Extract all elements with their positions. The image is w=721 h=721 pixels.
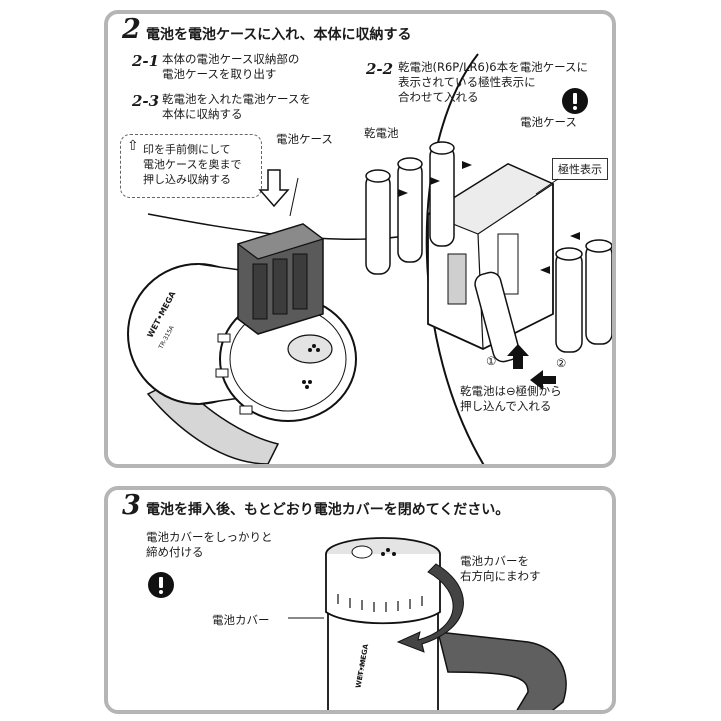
label-battery-cover-right: 電池カバーを 右方向にまわす <box>460 554 541 583</box>
device-illustration-left <box>127 169 357 464</box>
circle-2-label: ② <box>556 356 567 370</box>
step3-panel: 3 電池を挿入後、もとどおり電池カバーを閉めてください。 電池カバーをしっかりと… <box>104 486 616 714</box>
step2-number: 2 <box>122 14 141 45</box>
step2-3-text: 乾電池を入れた電池ケースを 本体に収納する <box>162 92 311 121</box>
label-battery-cover-left: 電池カバー <box>212 613 270 627</box>
step3-number: 3 <box>122 490 141 521</box>
caution-icon <box>562 88 588 114</box>
device-illustration-step3 <box>288 537 567 710</box>
note-box-text: 印を手前側にして 電池ケースを奥まで 押し込み収納する <box>143 143 242 186</box>
step2-2-number: 2-2 <box>366 60 394 78</box>
label-polarity: 極性表示 <box>558 163 602 176</box>
battery-case-illustration <box>365 141 612 390</box>
step2-1-text: 本体の電池ケース収納部の 電池ケースを取り出す <box>162 52 300 81</box>
label-battery-case-right: 電池ケース <box>520 115 577 129</box>
circle-1-label: ① <box>486 354 497 368</box>
note-box: ⇧ 印を手前側にして 電池ケースを奥まで 押し込み収納する <box>120 134 262 198</box>
caution-icon-step3 <box>148 572 174 598</box>
step2-title: 電池を電池ケースに入れ、本体に収納する <box>146 27 412 43</box>
label-battery-case-left: 電池ケース <box>276 132 333 146</box>
tighten-note: 電池カバーをしっかりと 締め付ける <box>146 530 273 559</box>
step2-1-number: 2-1 <box>132 52 160 70</box>
step2-panel: 2 電池を電池ケースに入れ、本体に収納する 2-1 本体の電池ケース収納部の 電… <box>104 10 616 468</box>
step2-2-text: 乾電池(R6P/LR6)6本を電池ケースに 表示されている極性表示に 合わせて入… <box>398 60 589 104</box>
label-dry-cell: 乾電池 <box>364 126 399 140</box>
polarity-badge: 極性表示 <box>552 158 608 180</box>
step2-3-number: 2-3 <box>132 92 160 110</box>
step3-title: 電池を挿入後、もとどおり電池カバーを閉めてください。 <box>146 502 510 518</box>
arrow-up-icon: ⇧ <box>127 138 139 154</box>
insert-note: 乾電池は⊖極側から 押し込んで入れる <box>460 384 562 413</box>
